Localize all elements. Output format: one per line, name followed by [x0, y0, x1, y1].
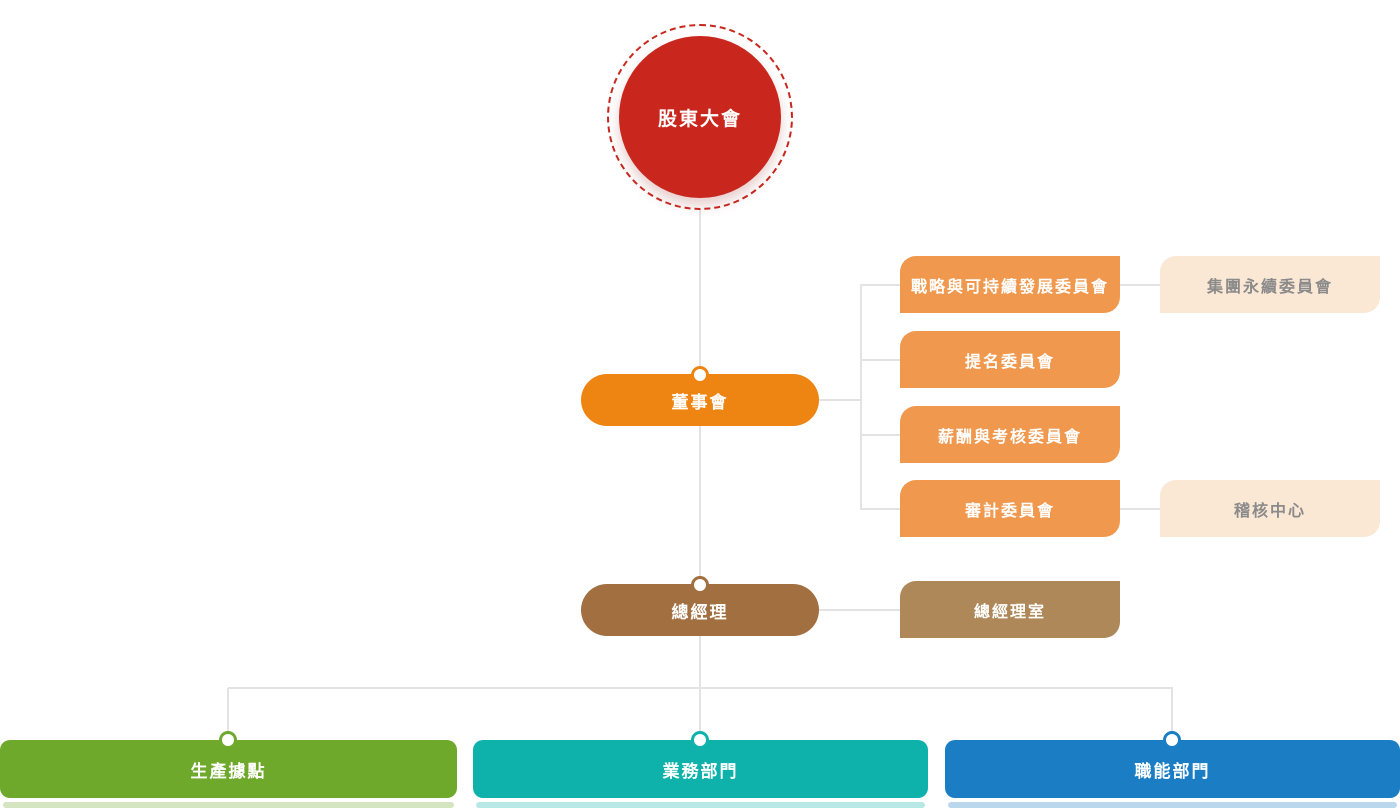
- division-business-node: 業務部門: [473, 740, 928, 808]
- audit-center-label: 稽核中心: [1233, 502, 1306, 520]
- committee-strategy-label: 戰略與可持續發展委員會: [910, 278, 1109, 296]
- gm-office-node: 總經理室: [900, 581, 1120, 638]
- connector-committee-stub-3: [860, 434, 900, 436]
- connector-board-stub: [819, 399, 861, 401]
- gm-office-label: 總經理室: [973, 603, 1046, 621]
- committee-nomination-label: 提名委員會: [964, 353, 1055, 371]
- shareholders-meeting-label: 股東大會: [657, 108, 742, 130]
- division-business-connector-dot: [691, 731, 709, 749]
- shareholders-meeting-node: 股東大會: [619, 36, 781, 198]
- connector-root-board: [699, 209, 701, 375]
- division-business-label: 業務部門: [662, 761, 739, 781]
- general-manager-label: 總經理: [671, 602, 729, 622]
- committee-remuneration-node: 薪酬與考核委員會: [900, 406, 1120, 463]
- connector-affiliate-stub-2: [1120, 508, 1160, 510]
- shareholders-meeting-dashed-ring: [607, 24, 793, 210]
- general-manager-connector-dot: [691, 576, 709, 594]
- committee-nomination-node: 提名委員會: [900, 331, 1120, 388]
- board-label: 董事會: [671, 392, 729, 412]
- division-functional-node: 職能部門: [945, 740, 1400, 808]
- connector-board-gm: [699, 426, 701, 585]
- division-functional-connector-dot: [1163, 731, 1181, 749]
- connector-gm-office-stub: [819, 609, 900, 611]
- connector-division-drop-2: [699, 688, 701, 735]
- committee-remuneration-label: 薪酬與考核委員會: [937, 428, 1082, 446]
- connector-committee-stub-1: [860, 284, 900, 286]
- connector-committee-stub-2: [860, 359, 900, 361]
- connector-affiliate-stub-1: [1120, 284, 1160, 286]
- connector-gm-down: [699, 636, 701, 688]
- group-sustainability-label: 集團永續委員會: [1206, 278, 1333, 296]
- committee-strategy-node: 戰略與可持續發展委員會: [900, 256, 1120, 313]
- division-production-label: 生產據點: [190, 761, 267, 781]
- connector-committee-stub-4: [860, 508, 900, 510]
- committee-audit-node: 審計委員會: [900, 480, 1120, 537]
- committee-audit-label: 審計委員會: [964, 502, 1055, 520]
- connector-committee-spine: [860, 284, 862, 510]
- connector-division-drop-1: [227, 688, 229, 735]
- division-production-connector-dot: [219, 731, 237, 749]
- audit-center-node: 稽核中心: [1160, 480, 1380, 537]
- connector-division-drop-3: [1171, 688, 1173, 735]
- division-production-node: 生產據點: [0, 740, 457, 808]
- board-connector-dot: [691, 366, 709, 384]
- group-sustainability-node: 集團永續委員會: [1160, 256, 1380, 313]
- division-functional-label: 職能部門: [1134, 761, 1211, 781]
